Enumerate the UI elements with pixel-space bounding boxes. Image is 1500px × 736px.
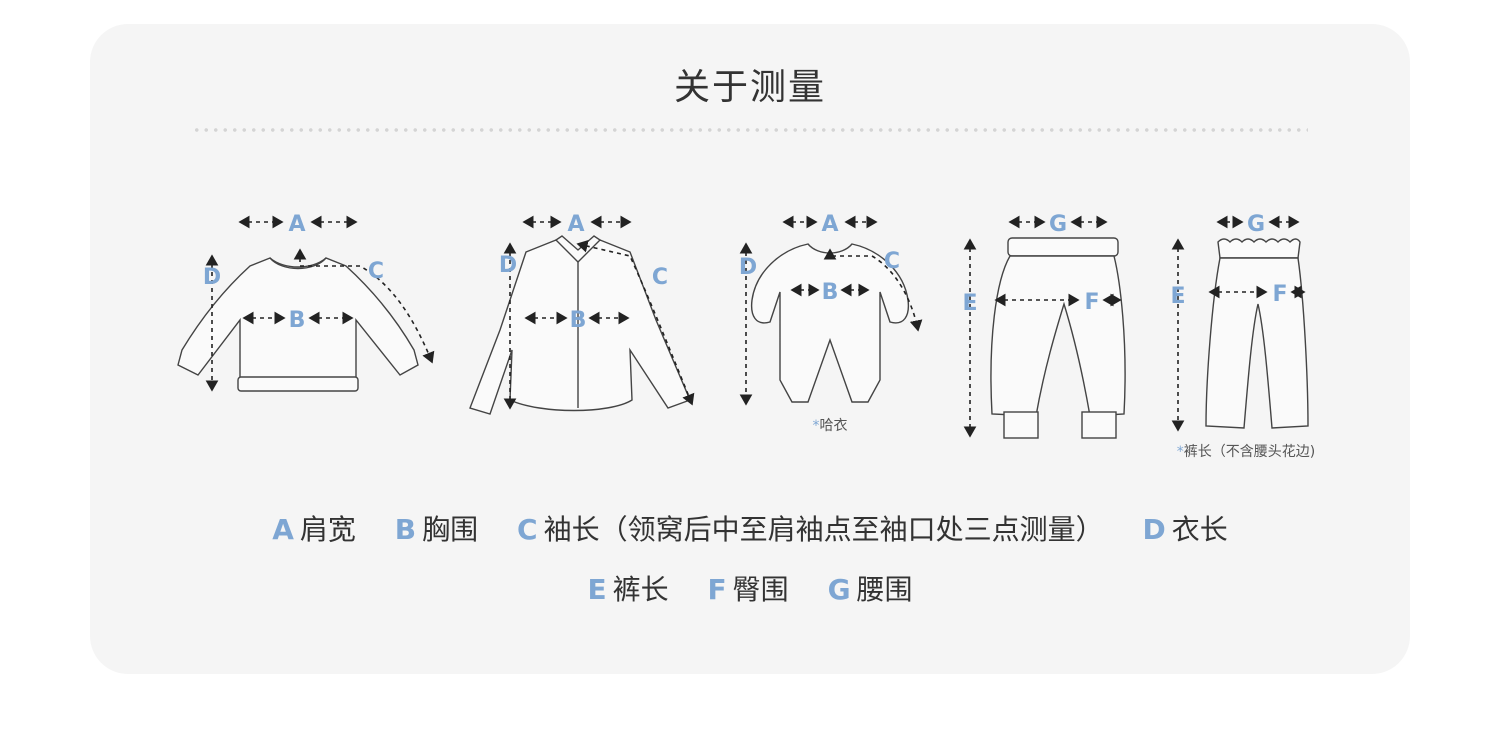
sweater-label-a: A [288,212,305,237]
romper-label-a: A [821,212,838,237]
leggings-label-g: G [1247,212,1265,237]
romper-note: *哈衣 [813,418,848,434]
leggings-icon [1205,238,1309,429]
page-title: 关于测量 [673,67,826,108]
romper-label-b: B [822,280,839,305]
shirt-label-c: C [652,265,668,290]
shirt-label-b: B [570,308,587,333]
shirt-label-a: A [567,212,584,237]
sweater-label-b: B [289,308,306,333]
pants-label-g: G [1049,212,1067,237]
sweater-label-d: D [203,265,221,290]
romper-label-d: D [739,255,757,280]
pants-label-f: F [1084,290,1099,315]
leggings-note: *裤长（不含腰头花边) [1177,444,1315,460]
pants-icon [990,237,1126,439]
leggings-label-e: E [1170,284,1185,309]
shirt-label-d: D [499,253,517,278]
pants-label-e: E [962,291,977,316]
romper-label-c: C [884,249,900,274]
sweater-label-c: C [368,259,384,284]
leggings-label-f: F [1272,282,1287,307]
dotted-divider [192,127,1308,133]
